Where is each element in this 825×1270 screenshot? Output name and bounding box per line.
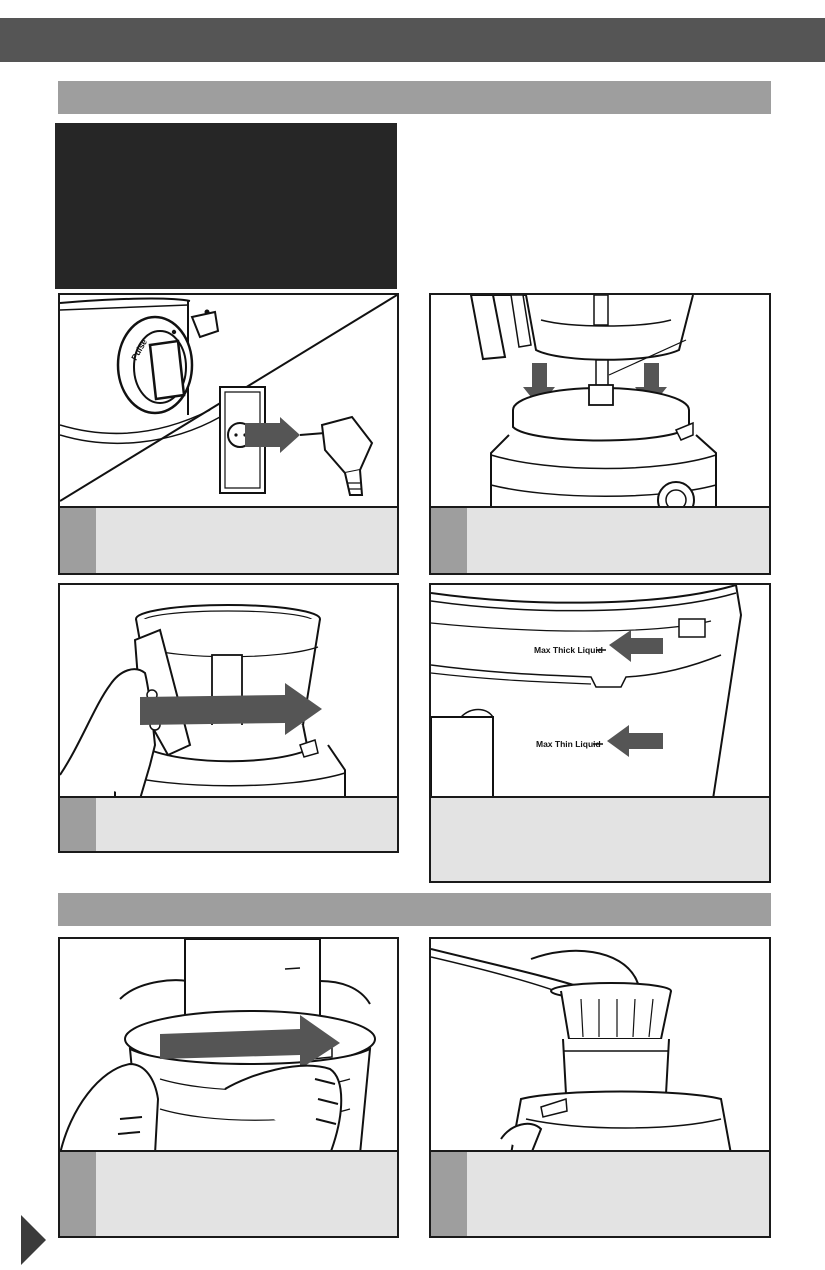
step-marker bbox=[431, 508, 467, 573]
caption-insert-pusher bbox=[431, 1150, 769, 1236]
step-marker bbox=[60, 1152, 96, 1236]
figure-attach-lid bbox=[58, 937, 399, 1238]
caption-attach-bowl bbox=[431, 506, 769, 573]
figure-unplug: Pulse bbox=[58, 293, 399, 575]
section-bar-2 bbox=[58, 893, 771, 926]
figure-twist-bowl bbox=[58, 583, 399, 853]
step-marker bbox=[60, 508, 96, 573]
max-thick-liquid-label: Max Thick Liquid bbox=[534, 645, 603, 655]
section-bar-1 bbox=[58, 81, 771, 114]
header-band bbox=[0, 18, 825, 62]
step-marker bbox=[431, 1152, 467, 1236]
max-thin-liquid-label: Max Thin Liquid bbox=[536, 739, 601, 749]
caption-twist-bowl bbox=[60, 796, 397, 851]
figure-attach-bowl bbox=[429, 293, 771, 575]
insert-pusher-illustration bbox=[431, 948, 733, 1154]
page-arrow-icon bbox=[21, 1215, 46, 1265]
attach-lid-illustration bbox=[60, 939, 376, 1154]
attach-bowl-illustration bbox=[469, 295, 717, 509]
figure-insert-pusher bbox=[429, 937, 771, 1238]
max-fill-illustration: Max Thick Liquid Max Thin Liquid bbox=[431, 585, 743, 799]
caption-max-fill bbox=[431, 796, 769, 881]
step-marker bbox=[60, 798, 96, 851]
warning-box bbox=[55, 123, 397, 289]
figure-max-fill-lines: Max Thick Liquid Max Thin Liquid bbox=[429, 583, 771, 883]
caption-unplug bbox=[60, 506, 397, 573]
twist-bowl-illustration bbox=[60, 604, 346, 799]
unplug-illustration: Pulse bbox=[60, 295, 397, 502]
caption-attach-lid bbox=[60, 1150, 397, 1236]
